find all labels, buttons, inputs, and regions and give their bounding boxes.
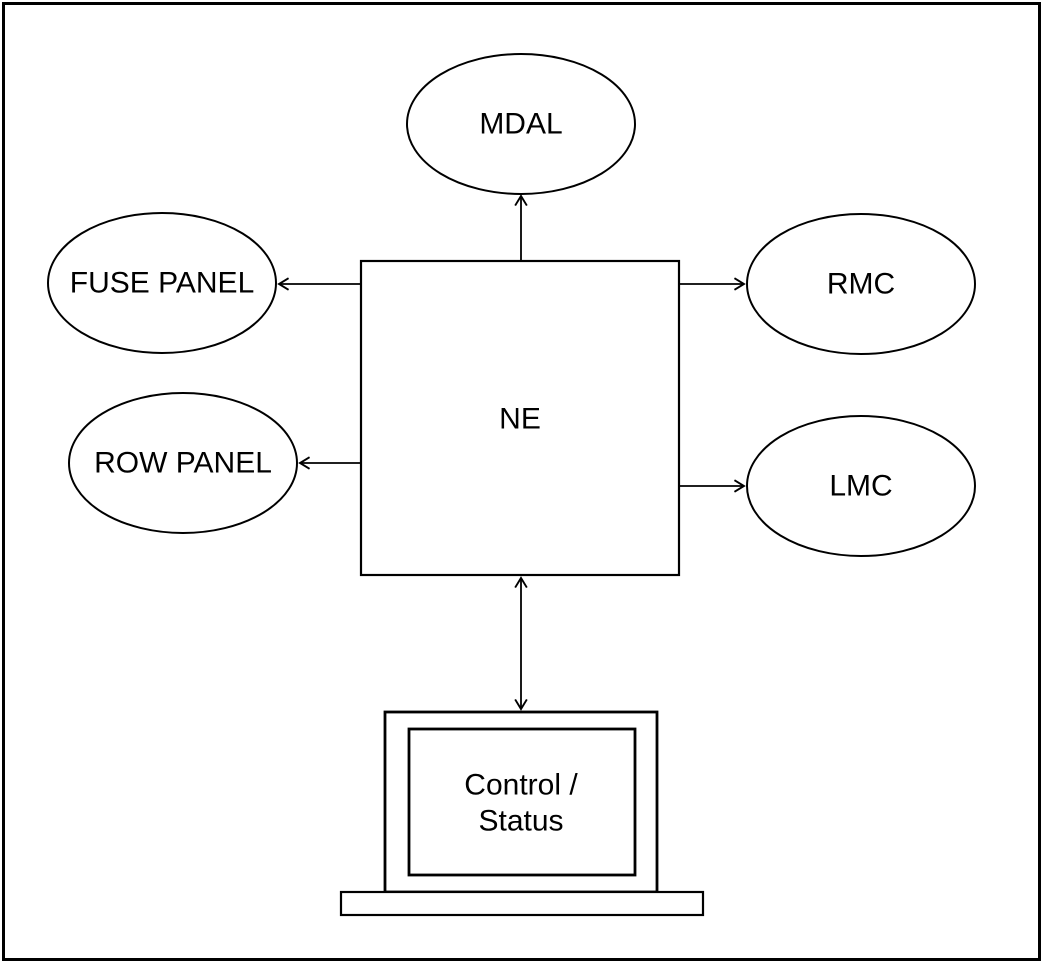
control-status-label-line2: Status (478, 805, 563, 838)
node-fuse-panel: FUSE PANEL (47, 212, 277, 354)
lmc-label: LMC (829, 470, 892, 503)
fuse-panel-ellipse (47, 212, 277, 354)
ne-label: NE (499, 403, 541, 436)
monitor-base (339, 890, 705, 917)
node-control-status: Control / Status (339, 710, 705, 917)
ne-rectangle (359, 259, 681, 577)
row-panel-ellipse (68, 392, 298, 534)
monitor-screen (407, 727, 637, 877)
edges (277, 194, 746, 711)
row-panel-label: ROW PANEL (94, 447, 272, 480)
node-ne: NE (359, 259, 681, 577)
node-row-panel: ROW PANEL (68, 392, 298, 534)
node-lmc: LMC (746, 415, 976, 557)
rmc-ellipse (746, 213, 976, 355)
lmc-ellipse (746, 415, 976, 557)
node-mdal: MDAL (406, 53, 636, 195)
fuse-panel-label: FUSE PANEL (70, 267, 255, 300)
mdal-label: MDAL (479, 108, 562, 141)
control-status-label-line1: Control / (464, 769, 578, 802)
mdal-ellipse (406, 53, 636, 195)
node-rmc: RMC (746, 213, 976, 355)
rmc-label: RMC (827, 268, 895, 301)
